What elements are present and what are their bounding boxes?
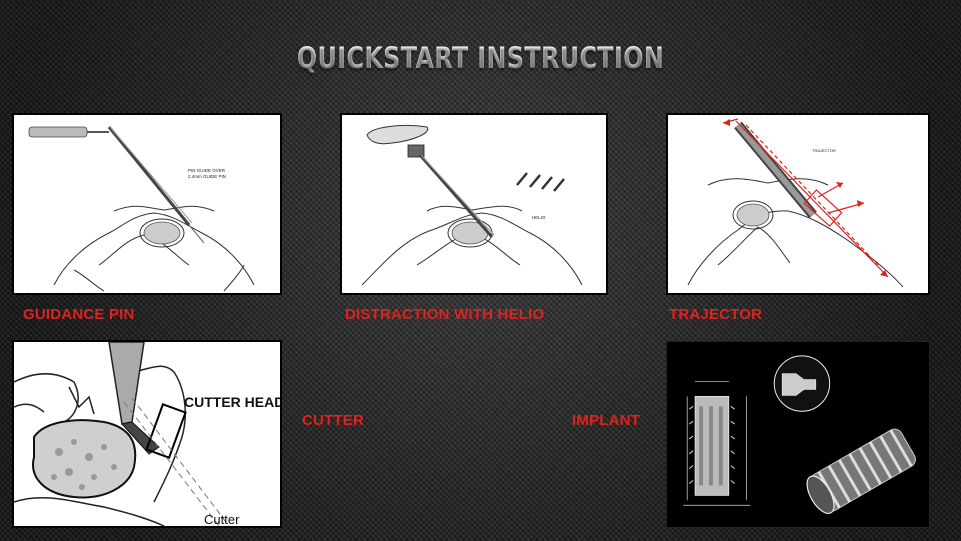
cutter-label: CUTTER [302,412,365,429]
guidance-pin-label: GUIDANCE PIN [23,306,135,323]
trajector-annotation: TRAJECTOR [812,148,836,153]
implant-image [666,341,930,528]
cutter-image: CUTTER HEAD Cutter [12,340,282,528]
guidance-pin-image: PIN GUIDE OVER 2.4mm GUIDE PIN [12,113,282,295]
pin-guide-annotation-2: 2.4mm GUIDE PIN [188,174,226,179]
trajector-label: TRAJECTOR [669,306,763,323]
implant-label: IMPLANT [572,412,641,429]
trajector-image: TRAJECTOR [666,113,930,295]
cutter-annotation: Cutter [204,512,240,526]
helio-annotation: HELIO [532,215,546,220]
distraction-label: DISTRACTION WITH HELIO [345,306,545,323]
cutter-head-annotation: CUTTER HEAD [184,394,280,410]
pin-guide-annotation-1: PIN GUIDE OVER [188,168,226,173]
distraction-image: HELIO [340,113,608,295]
slide-title: QUICKSTART INSTRUCTION [86,38,874,78]
